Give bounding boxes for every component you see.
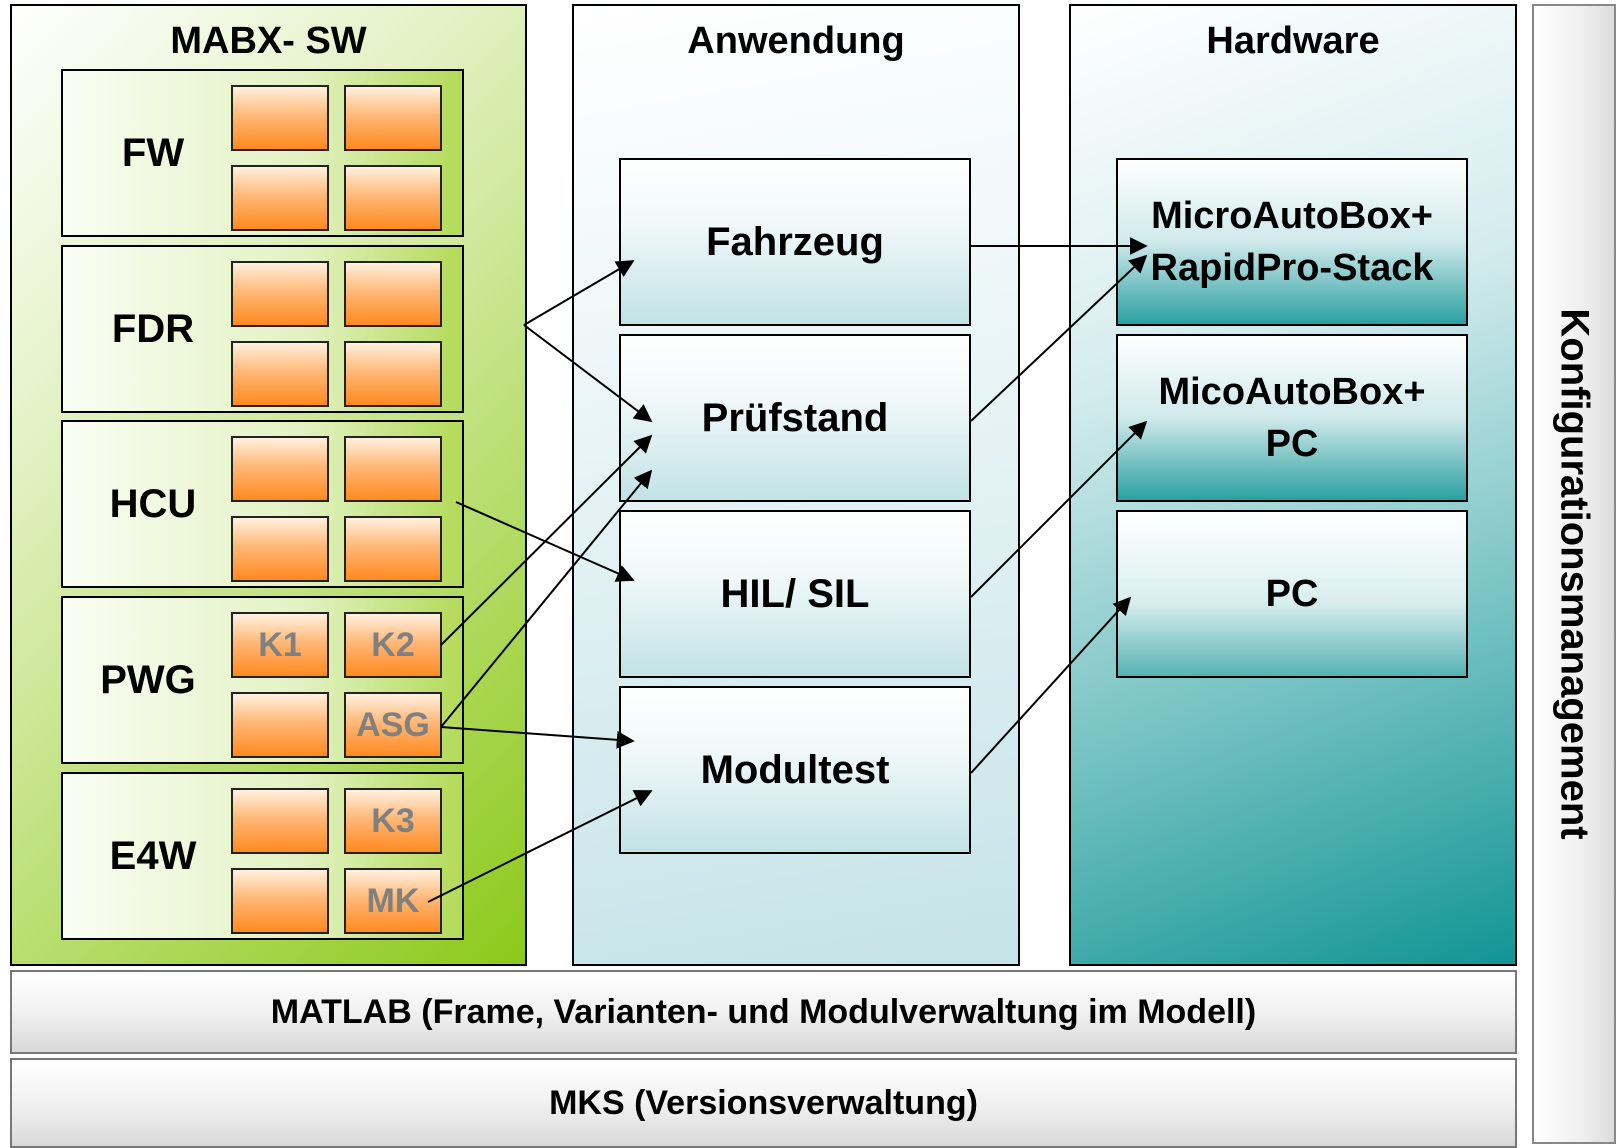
- module-box: [231, 261, 329, 327]
- module-box: [344, 165, 442, 231]
- module-box: [231, 868, 329, 934]
- app-box-pruefstand: Prüfstand: [619, 334, 971, 502]
- group-pwg: PWG K1 K2 ASG: [61, 596, 464, 764]
- app-box-hil-sil: HIL/ SIL: [619, 510, 971, 678]
- arrow-modultest-to-pc: [970, 596, 1132, 774]
- arrow-mk-to-modultest: [427, 790, 653, 903]
- group-label-e4w: E4W: [109, 834, 197, 878]
- column-title-mabx-sw: MABX- SW: [170, 20, 367, 62]
- hw-line: PC: [1265, 573, 1319, 615]
- module-asg: ASG: [344, 692, 442, 758]
- group-label-pwg: PWG: [100, 658, 196, 702]
- module-box: [344, 436, 442, 502]
- module-mk: MK: [344, 868, 442, 934]
- group-label-fdr: FDR: [111, 307, 195, 351]
- column-title-hardware: Hardware: [1206, 20, 1380, 62]
- module-box: [231, 436, 329, 502]
- hw-line: PC: [1265, 423, 1319, 465]
- hw-line: RapidPro-Stack: [1150, 247, 1434, 289]
- module-box: [231, 165, 329, 231]
- konfigurationsmanagement-bar: Konfigurationsmanagement: [1532, 4, 1616, 1144]
- hw-line: MicoAutoBox+: [1158, 371, 1426, 413]
- module-k2: K2: [344, 612, 442, 678]
- module-box: [231, 692, 329, 758]
- group-e4w: E4W K3 MK: [61, 772, 464, 940]
- mks-bar: MKS (Versionsverwaltung): [10, 1058, 1517, 1148]
- arrow-pruefstand-to-rapidpro: [970, 254, 1148, 422]
- arrow-mabx-to-pruefstand: [523, 324, 653, 423]
- arrow-mabx-to-fahrzeug: [523, 260, 635, 326]
- arrow-k2-to-pruefstand: [440, 434, 653, 646]
- app-box-modultest: Modultest: [619, 686, 971, 854]
- module-box: [231, 85, 329, 151]
- arrow-asg-to-modultest: [440, 726, 635, 749]
- module-k1: K1: [231, 612, 329, 678]
- module-box: [344, 516, 442, 582]
- group-fw: FW: [61, 69, 464, 237]
- column-title-anwendung: Anwendung: [687, 20, 905, 62]
- module-box: [344, 85, 442, 151]
- hw-box-micoautobox-pc: MicoAutoBox+ PC: [1116, 334, 1468, 502]
- matlab-bar: MATLAB (Frame, Varianten- und Modulverwa…: [10, 970, 1517, 1054]
- arrow-hil-sil-to-micoautobox-pc: [970, 420, 1148, 598]
- hw-box-pc: PC: [1116, 510, 1468, 678]
- module-box: [231, 788, 329, 854]
- group-label-fw: FW: [121, 131, 185, 175]
- module-box: [231, 341, 329, 407]
- group-label-hcu: HCU: [109, 482, 197, 526]
- module-box: [344, 341, 442, 407]
- hw-line: MicroAutoBox+: [1151, 195, 1433, 237]
- app-box-fahrzeug: Fahrzeug: [619, 158, 971, 326]
- hw-box-microautobox-rapidpro: MicroAutoBox+ RapidPro-Stack: [1116, 158, 1468, 326]
- module-box: [344, 261, 442, 327]
- arrow-asg-to-pruefstand: [440, 469, 653, 728]
- module-k3: K3: [344, 788, 442, 854]
- group-fdr: FDR: [61, 245, 464, 413]
- module-box: [231, 516, 329, 582]
